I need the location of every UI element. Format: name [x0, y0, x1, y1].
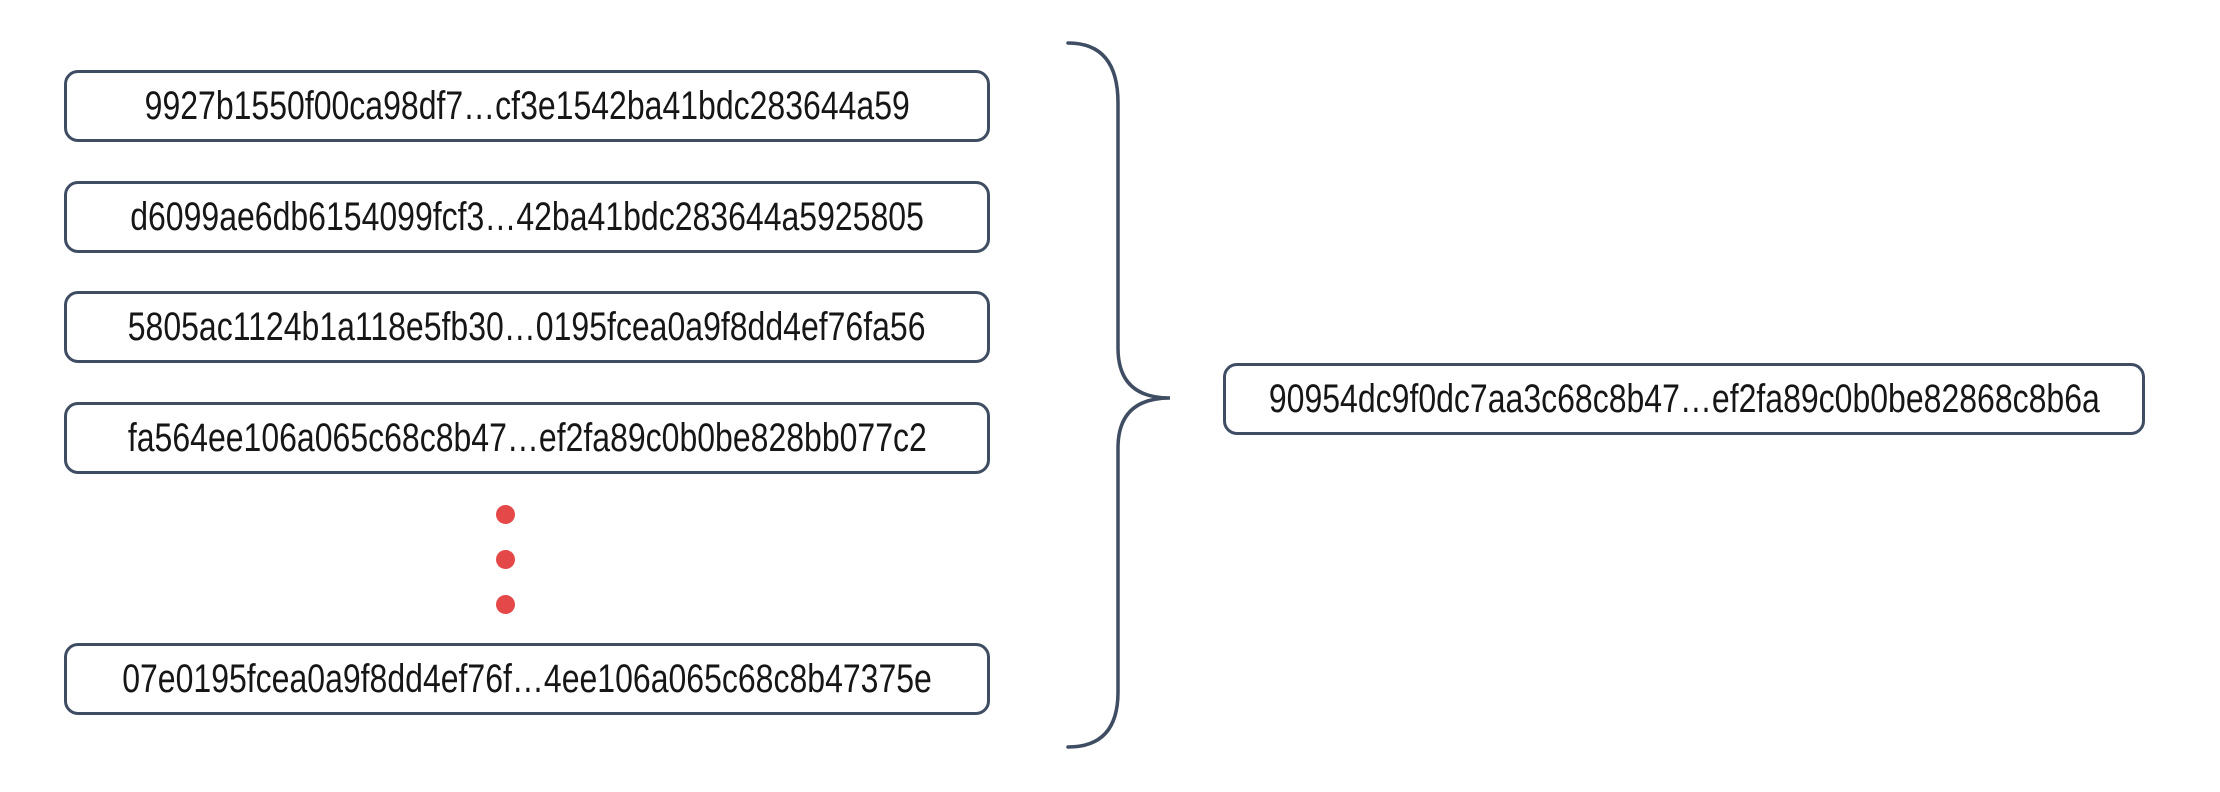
ellipsis-dot-icon [496, 505, 515, 524]
input-hash-text-3: 5805ac1124b1a118e5fb30…0195fcea0a9f8dd4e… [128, 305, 926, 349]
input-hash-box-5: 07e0195fcea0a9f8dd4ef76f…4ee106a065c68c8… [64, 643, 990, 715]
output-hash-text: 90954dc9f0dc7aa3c68c8b47…ef2fa89c0b0be82… [1268, 377, 2100, 421]
input-hash-box-4: fa564ee106a065c68c8b47…ef2fa89c0b0be828b… [64, 402, 990, 474]
ellipsis-dot-icon [496, 595, 515, 614]
input-hash-box-2: d6099ae6db6154099fcf3…42ba41bdc283644a59… [64, 181, 990, 253]
input-hash-box-1: 9927b1550f00ca98df7…cf3e1542ba41bdc28364… [64, 70, 990, 142]
curly-brace-icon [1066, 41, 1171, 749]
input-hash-text-5: 07e0195fcea0a9f8dd4ef76f…4ee106a065c68c8… [122, 657, 932, 701]
input-hash-text-1: 9927b1550f00ca98df7…cf3e1542ba41bdc28364… [144, 84, 910, 128]
ellipsis-dots [496, 505, 515, 614]
input-hash-box-3: 5805ac1124b1a118e5fb30…0195fcea0a9f8dd4e… [64, 291, 990, 363]
input-hash-text-2: d6099ae6db6154099fcf3…42ba41bdc283644a59… [130, 195, 924, 239]
ellipsis-dot-icon [496, 550, 515, 569]
output-hash-box: 90954dc9f0dc7aa3c68c8b47…ef2fa89c0b0be82… [1223, 363, 2145, 435]
input-hash-text-4: fa564ee106a065c68c8b47…ef2fa89c0b0be828b… [127, 416, 927, 460]
